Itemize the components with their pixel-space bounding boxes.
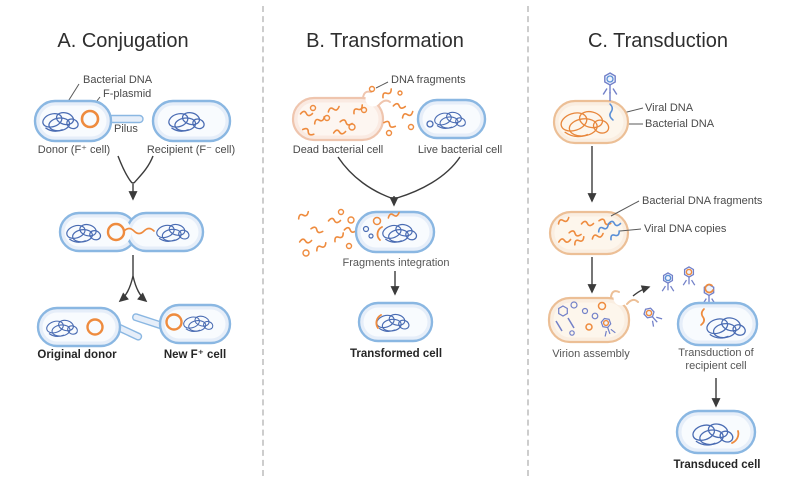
replication-cell-illustration: [548, 210, 630, 256]
panel-a-title: A. Conjugation: [57, 30, 189, 52]
transferring-plasmid-ring: [106, 222, 126, 242]
new-f-plus-cell-illustration: [131, 303, 232, 345]
conjugation-merge-arrow: [117, 155, 154, 201]
fragments-pointer-line: [610, 200, 640, 217]
panel-c-artwork: [547, 72, 759, 455]
integrated-dna-arc-transduced: [731, 430, 740, 444]
dead-cell-dna-fragments: [299, 104, 368, 138]
cell-rupture-opening: [365, 91, 381, 107]
phage-parts: [555, 301, 599, 336]
original-donor-label: Original donor: [37, 349, 117, 361]
pilus-label: Pilus: [114, 123, 138, 135]
phage-head-dna: [606, 75, 614, 83]
bacterial-dna-label-c: Bacterial DNA: [645, 118, 715, 130]
integration-cell-illustration: [354, 210, 436, 254]
bacterial-dna-label: Bacterial DNA: [83, 74, 153, 86]
bacteriophage-top: [602, 72, 618, 101]
panel-b-title: B. Transformation: [306, 30, 464, 52]
virion-assembly-illustration: [547, 290, 639, 344]
f-plasmid-label: F-plasmid: [103, 88, 152, 100]
pilus-shape: [107, 114, 144, 124]
released-dna-fragments: [368, 85, 415, 137]
cell-lysis-opening: [613, 290, 629, 306]
dead-cell-illustration: [291, 90, 391, 142]
original-donor-illustration: [36, 306, 143, 348]
transduced-cell-illustration: [675, 409, 757, 455]
panel-divider-ab: [262, 6, 264, 476]
donor-cell-illustration: [33, 99, 144, 143]
dead-cell-label: Dead bacterial cell: [292, 144, 384, 156]
dna-fragments-label: DNA fragments: [391, 74, 466, 86]
transduction-label-line2: recipient cell: [685, 360, 747, 372]
transformed-cell-illustration: [357, 301, 434, 343]
integrating-fragment-arc: [376, 226, 383, 241]
new-f-cell-label: New F⁺ cell: [163, 349, 227, 361]
fragment-cloud: [296, 208, 358, 257]
mating-pair-illustration: [58, 211, 205, 253]
viral-copies-pointer-line: [619, 228, 642, 232]
dna-fragments-pointer-line: [375, 81, 389, 89]
conjugation-split-arrow: [118, 255, 148, 303]
viral-dna-label: Viral DNA: [645, 102, 694, 114]
transduced-cell-label: Transduced cell: [673, 459, 761, 471]
live-cell-illustration: [416, 98, 487, 140]
panel-b-artwork: [291, 81, 487, 343]
phage-release-arrow: [632, 285, 651, 297]
transformation-merge-arrow: [337, 156, 461, 207]
plasmid-strand-transfer: [123, 227, 155, 235]
transduction-recipient-label: Transduction of recipient cell: [678, 347, 753, 373]
recipient-cell-illustration: [151, 99, 232, 143]
panel-divider-bc: [527, 6, 529, 476]
transformed-cell-label: Transformed cell: [349, 348, 443, 360]
panel-c-title: C. Transduction: [587, 30, 729, 52]
virion-assembly-label: Virion assembly: [552, 348, 630, 360]
injected-viral-dna: [609, 103, 614, 121]
integrated-dna-arc: [375, 314, 382, 329]
live-cell-label: Live bacterial cell: [417, 144, 503, 156]
transduction-recipient-illustration: [676, 301, 759, 347]
panel-a-artwork: [33, 83, 232, 348]
phage-carrying-bacterial-dna: [704, 283, 714, 294]
donor-cell-label: Donor (F⁺ cell): [37, 144, 111, 156]
released-phages: [640, 266, 716, 328]
infected-cell-illustration: [552, 99, 630, 145]
bacterial-dna-fragments-label: Bacterial DNA fragments: [642, 195, 763, 207]
transduction-label-line1: Transduction of: [678, 347, 754, 359]
entering-dna-fragment: [700, 308, 705, 326]
f-plasmid-ring: [80, 109, 100, 129]
viral-dna-copies-label: Viral DNA copies: [644, 223, 727, 235]
recipient-cell-label: Recipient (F⁻ cell): [146, 144, 236, 156]
fragments-integration-label: Fragments integration: [342, 257, 450, 269]
